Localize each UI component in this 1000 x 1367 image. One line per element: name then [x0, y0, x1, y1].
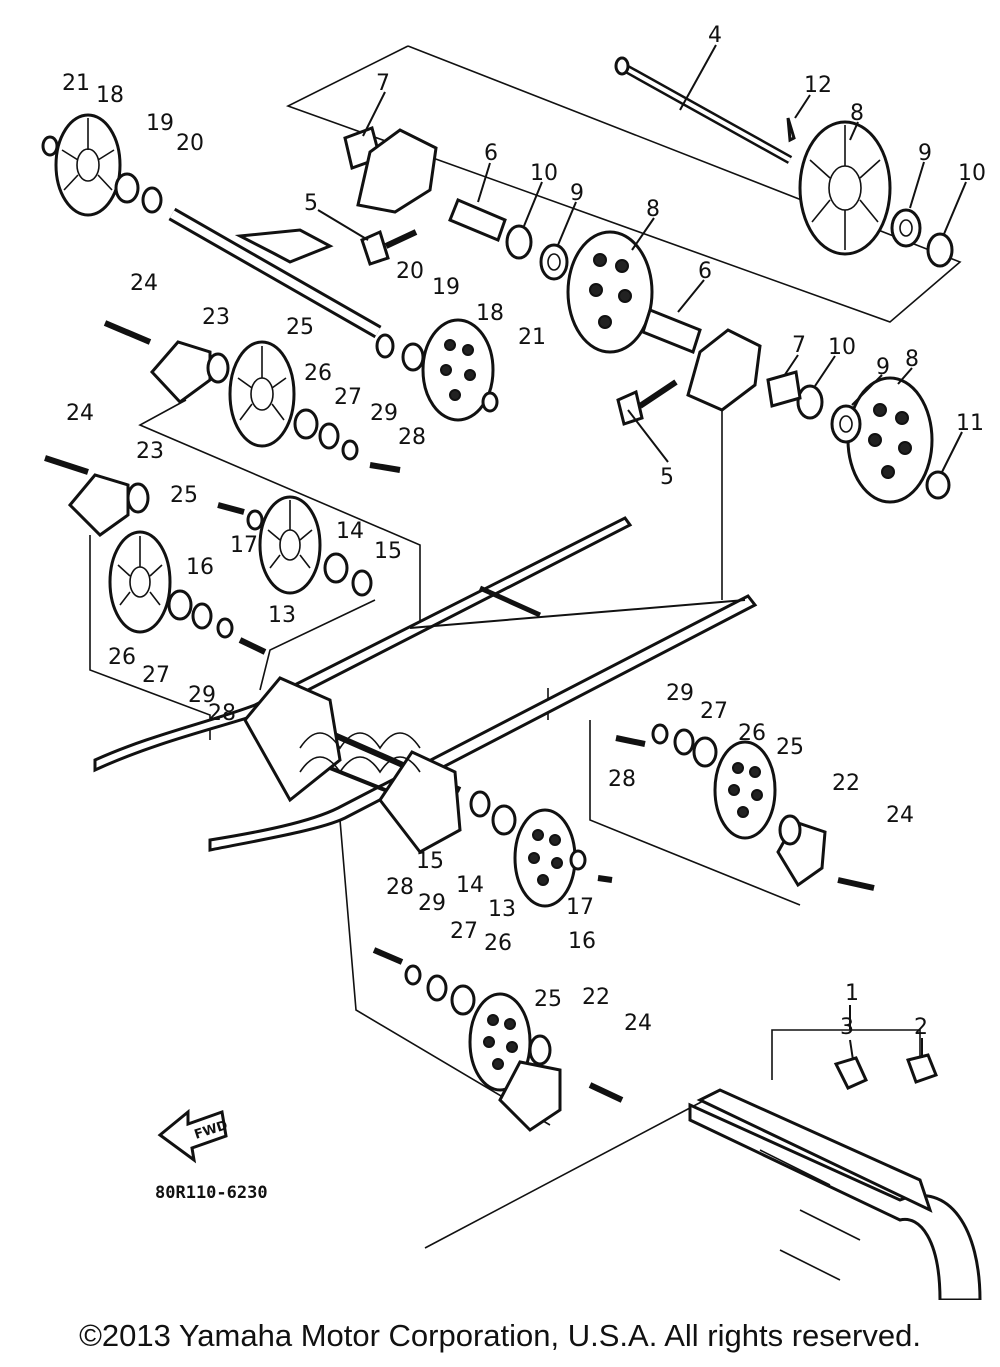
callout-25-a: 25 — [286, 315, 314, 340]
callout-8-mid: 8 — [646, 197, 660, 222]
callout-18-lower: 18 — [476, 301, 504, 326]
callout-8-upper: 8 — [850, 101, 864, 126]
callout-18-upper: 18 — [96, 83, 124, 108]
callout-17-b: 17 — [566, 895, 594, 920]
wheel-mid — [566, 230, 654, 354]
callout-24-c: 24 — [886, 803, 914, 828]
callout-13-b: 13 — [488, 897, 516, 922]
callout-labels: 1 2 3 4 5 5 6 6 7 7 8 8 8 9 9 9 10 10 10… — [62, 23, 986, 1040]
wheel-25-a — [228, 340, 296, 448]
callout-12: 12 — [804, 73, 832, 98]
callout-10-upper: 10 — [958, 161, 986, 186]
wheel-25-b — [108, 530, 172, 634]
callout-21-lower: 21 — [518, 325, 546, 350]
callout-14-a: 14 — [336, 519, 364, 544]
callout-5-lower: 5 — [660, 465, 674, 490]
callout-9-upper: 9 — [918, 141, 932, 166]
wheel-18-left — [54, 113, 122, 217]
callout-10-mid: 10 — [530, 161, 558, 186]
callout-19-lower: 19 — [432, 275, 460, 300]
callout-28-a: 28 — [398, 425, 426, 450]
callout-13-a: 13 — [268, 603, 296, 628]
callout-16-a: 16 — [186, 555, 214, 580]
callout-26-c: 26 — [738, 721, 766, 746]
front-axle-shaft — [168, 207, 382, 339]
group-boundary-lines — [89, 45, 962, 1249]
diagram-code: 80R110-6230 — [155, 1183, 268, 1203]
callout-15-a: 15 — [374, 539, 402, 564]
callout-6-upper: 6 — [484, 141, 498, 166]
callout-27-a: 27 — [334, 385, 362, 410]
callout-9-mid: 9 — [570, 181, 584, 206]
callout-27-c: 27 — [700, 699, 728, 724]
callout-29-d: 29 — [418, 891, 446, 916]
small-hardware — [41, 135, 718, 1016]
wheel-18-right — [421, 318, 495, 422]
fwd-arrow-icon: FWD — [157, 1108, 230, 1164]
callout-7-lower: 7 — [792, 333, 806, 358]
wheel-upper-right — [798, 120, 892, 256]
copyright-notice: ©2013 Yamaha Motor Corporation, U.S.A. A… — [79, 1318, 921, 1353]
brackets — [356, 128, 762, 426]
rear-axle — [614, 56, 793, 164]
callout-8-lower: 8 — [905, 347, 919, 372]
track-assembly — [688, 1053, 982, 1300]
callout-26-b: 26 — [108, 645, 136, 670]
slide-rail-frame — [93, 516, 758, 854]
callout-20-upper: 20 — [176, 131, 204, 156]
callout-24-d: 24 — [624, 1011, 652, 1036]
callout-22-a: 22 — [832, 771, 860, 796]
callout-1: 1 — [845, 981, 859, 1006]
cotter-pin — [786, 117, 796, 143]
callout-28-c: 28 — [608, 767, 636, 792]
callout-3: 3 — [840, 1015, 854, 1040]
callout-29-a: 29 — [370, 401, 398, 426]
bearings-upper — [505, 208, 954, 444]
callout-24-a: 24 — [130, 271, 158, 296]
nut-11 — [925, 470, 951, 500]
callout-29-c: 29 — [666, 681, 694, 706]
callout-15-b: 15 — [416, 849, 444, 874]
callout-17-a: 17 — [230, 533, 258, 558]
callout-14-b: 14 — [456, 873, 484, 898]
callout-28-b: 28 — [208, 701, 236, 726]
callout-23-b: 23 — [136, 439, 164, 464]
callout-6-lower: 6 — [698, 259, 712, 284]
callout-24-b: 24 — [66, 401, 94, 426]
wheel-13-b — [513, 808, 577, 908]
callout-19-upper: 19 — [146, 111, 174, 136]
callout-11: 11 — [956, 411, 984, 436]
callout-21-upper: 21 — [62, 71, 90, 96]
callout-26-d: 26 — [484, 931, 512, 956]
callout-25-d: 25 — [534, 987, 562, 1012]
parts-diagram: FWD 80R110-6230 1 2 3 4 5 5 6 6 7 — [41, 23, 986, 1300]
callout-28-d: 28 — [386, 875, 414, 900]
callout-22-b: 22 — [582, 985, 610, 1010]
callout-25-c: 25 — [776, 735, 804, 760]
callout-10-lower: 10 — [828, 335, 856, 360]
callout-5-upper: 5 — [304, 191, 318, 216]
wheel-13-a — [258, 495, 322, 595]
wheel-25-d — [468, 992, 532, 1092]
callout-4: 4 — [708, 23, 722, 48]
callout-23-a: 23 — [202, 305, 230, 330]
callout-25-b: 25 — [170, 483, 198, 508]
bolts — [44, 320, 875, 1103]
callout-20-lower: 20 — [396, 259, 424, 284]
callout-27-d: 27 — [450, 919, 478, 944]
callout-26-a: 26 — [304, 361, 332, 386]
callout-16-b: 16 — [568, 929, 596, 954]
callout-29-b: 29 — [188, 683, 216, 708]
adjusters — [67, 340, 827, 1132]
callout-9-lower: 9 — [876, 355, 890, 380]
callout-2: 2 — [914, 1015, 928, 1040]
leader-lines — [317, 44, 967, 1061]
wheel-25-c — [713, 740, 777, 840]
callout-7-upper: 7 — [376, 71, 390, 96]
callout-27-b: 27 — [142, 663, 170, 688]
